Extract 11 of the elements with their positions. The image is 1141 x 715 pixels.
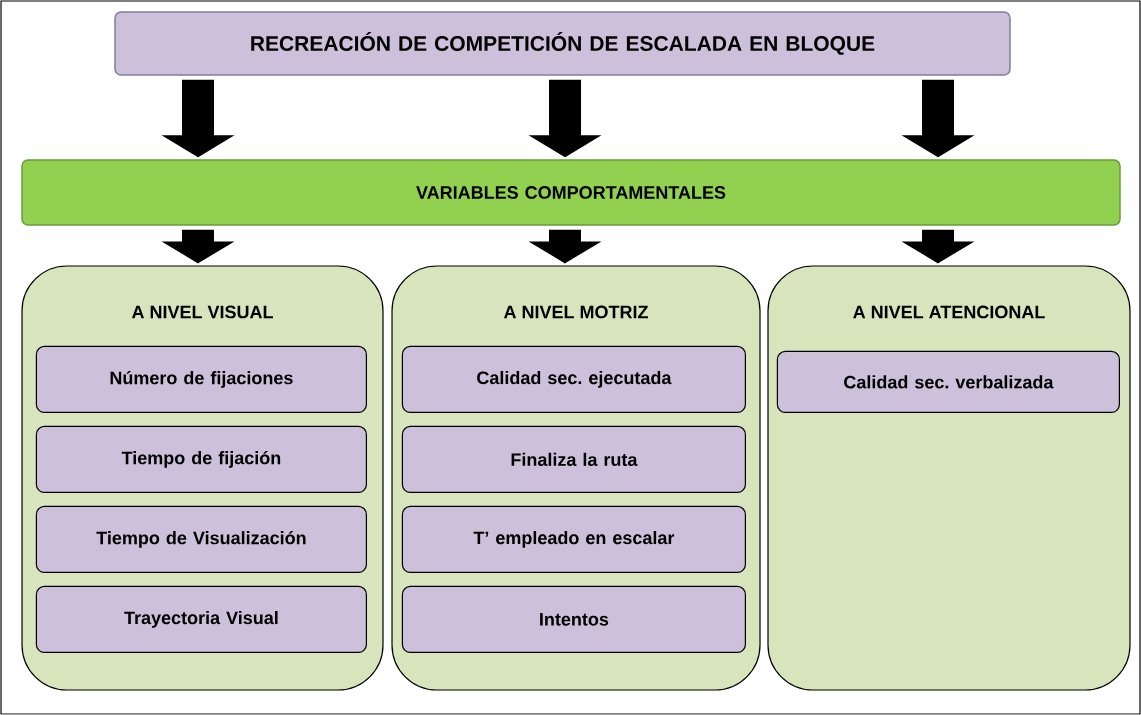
category-bar: VARIABLES COMPORTAMENTALES bbox=[21, 159, 1121, 226]
variable-box: Calidad sec. ejecutada bbox=[401, 345, 746, 413]
variable-box: Número de fijaciones bbox=[35, 345, 367, 413]
variable-box: Intentos bbox=[401, 585, 746, 653]
variable-box: Tiempo de Visualización bbox=[35, 505, 367, 573]
variable-box: Finaliza la ruta bbox=[401, 425, 746, 493]
title-box: RECREACIÓN DE COMPETICIÓN DE ESCALADA EN BLOQUE bbox=[114, 11, 1011, 76]
variable-box: T’ empleado en escalar bbox=[401, 505, 746, 573]
variable-box: Calidad sec. verbalizada bbox=[776, 350, 1120, 413]
variable-box: Tiempo de fijación bbox=[35, 425, 367, 493]
variable-box: Trayectoria Visual bbox=[35, 585, 367, 653]
